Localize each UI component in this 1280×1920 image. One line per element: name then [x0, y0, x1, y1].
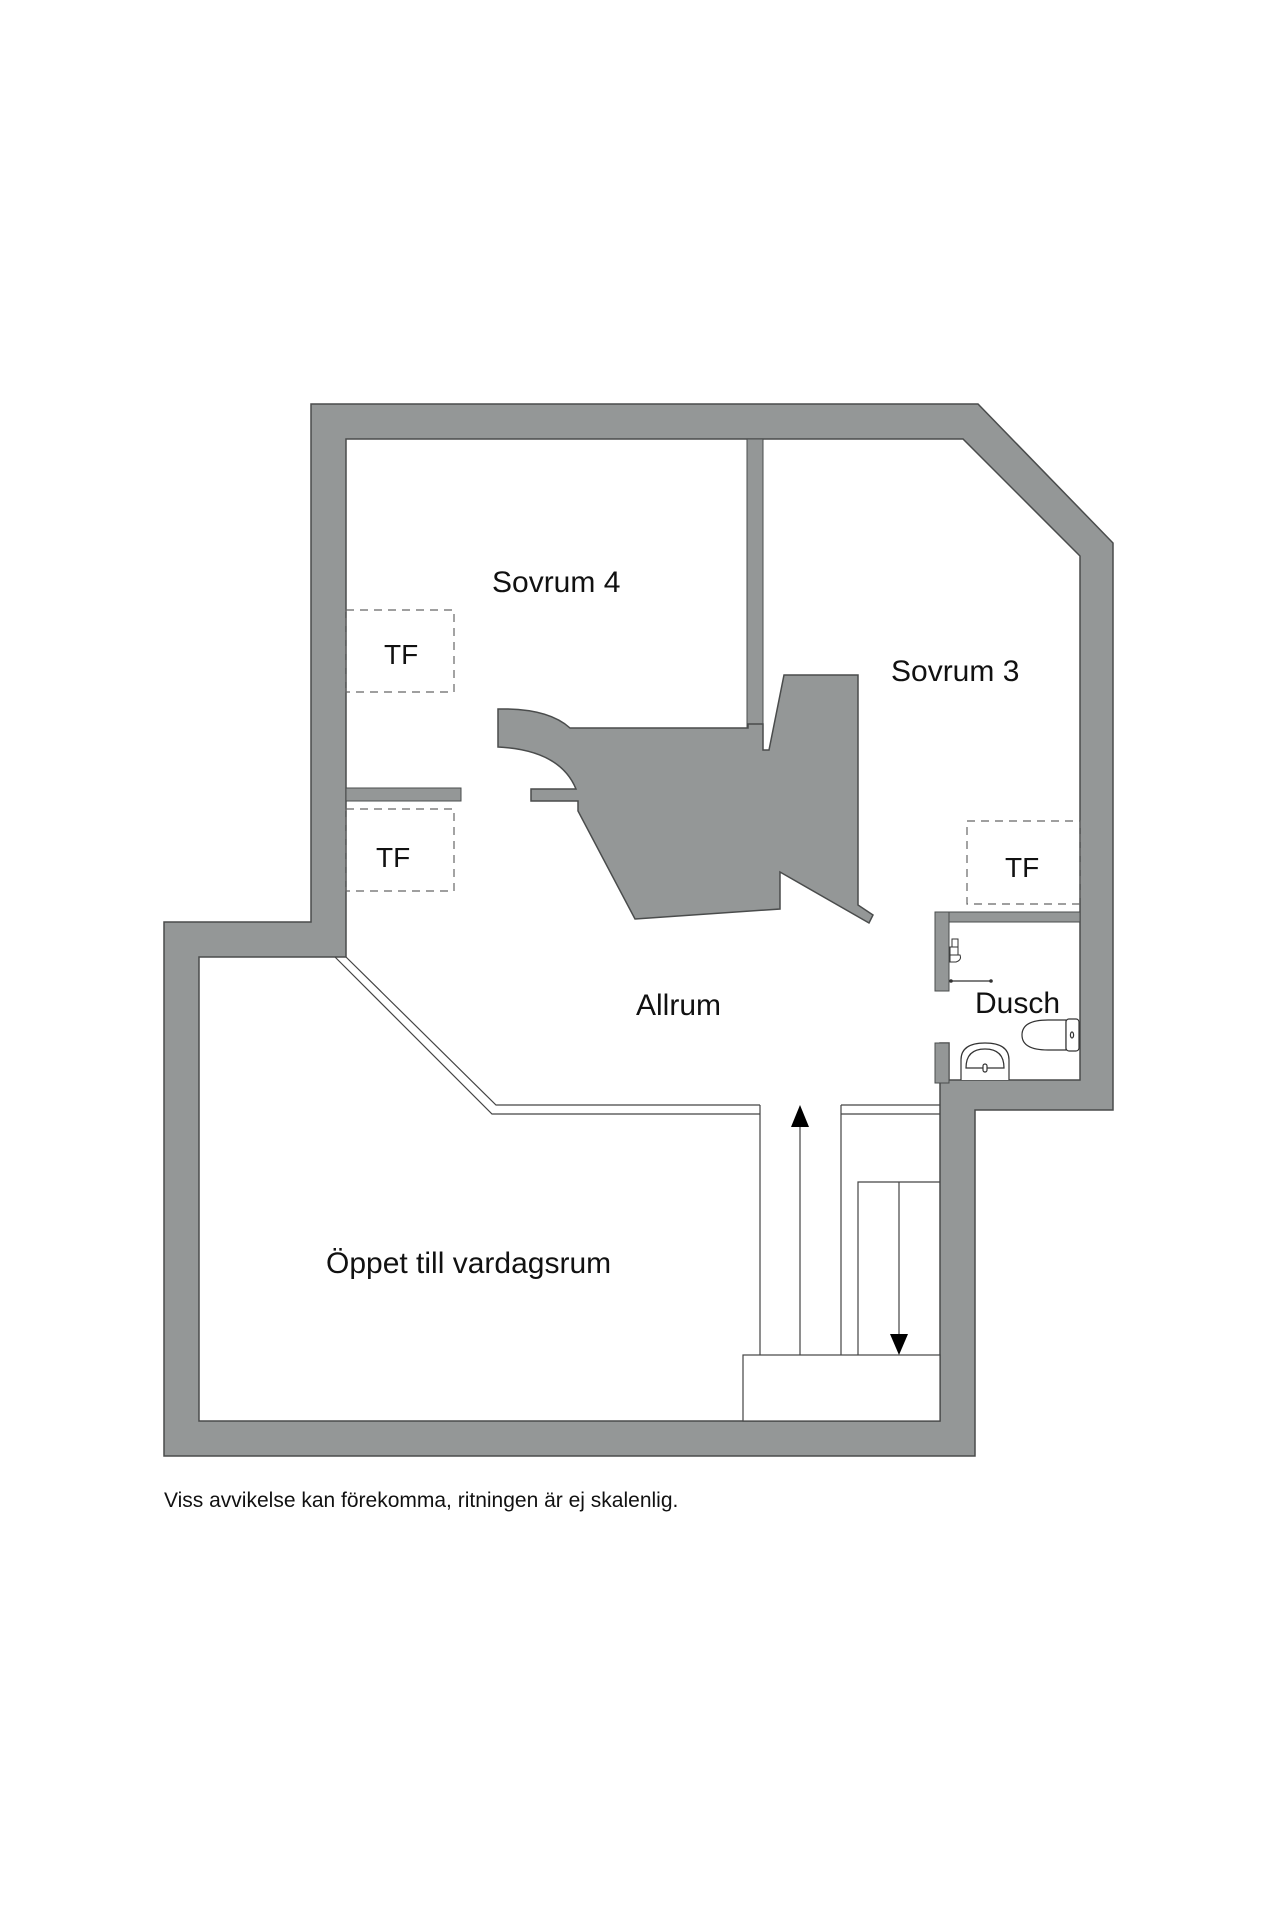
- sink-icon: [960, 1042, 1010, 1080]
- shower-faucet-icon: [949, 938, 961, 963]
- railing-inner: [345, 956, 760, 1106]
- room-label-sovrum4: Sovrum 4: [492, 566, 620, 599]
- central-core: [497, 674, 874, 925]
- bathroom-wall-left-upper: [934, 911, 950, 992]
- stair-up-arrow-icon: [791, 1105, 809, 1127]
- closet-label-2: TF: [376, 842, 410, 873]
- railing-outer: [334, 956, 760, 1115]
- bathroom-wall-top: [934, 911, 1081, 923]
- stair-down-arrow-icon: [890, 1334, 908, 1355]
- closet-box-3: [966, 820, 1081, 905]
- disclaimer-text: Viss avvikelse kan förekomma, ritningen …: [164, 1489, 678, 1512]
- room-label-oppet: Öppet till vardagsrum: [326, 1247, 611, 1280]
- toilet-icon: [1021, 1018, 1080, 1052]
- bathroom-wall-left-lower: [934, 1042, 950, 1084]
- stairs: [742, 1105, 941, 1422]
- room-label-sovrum3: Sovrum 3: [891, 655, 1019, 688]
- sovrum4-lower-wall: [345, 787, 462, 802]
- room-label-dusch: Dusch: [975, 987, 1060, 1020]
- closet-label-3: TF: [1005, 852, 1039, 883]
- closet-box-1: [345, 609, 455, 693]
- room-label-allrum: Allrum: [636, 989, 721, 1022]
- partition-wall: [746, 438, 764, 730]
- closet-label-1: TF: [384, 639, 418, 670]
- closet-box-2: [345, 808, 455, 892]
